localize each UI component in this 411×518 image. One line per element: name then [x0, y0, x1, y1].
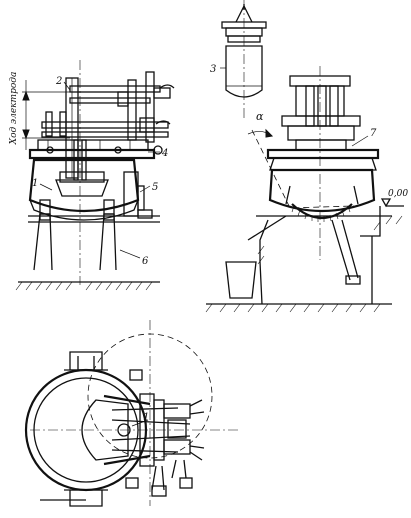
callout-7: 7 [370, 128, 377, 139]
electrode-travel-label: Ход электрода [9, 72, 19, 146]
callout-3: 3 [210, 64, 216, 75]
plan-callout-1: 1 [143, 412, 149, 423]
plan-view: 1 [24, 320, 240, 507]
callout-6: 6 [142, 256, 149, 267]
right-elevation-view: 3 7 α 0,00 [205, 0, 408, 313]
callout-4: 4 [161, 148, 168, 159]
callout-5: 5 [152, 182, 158, 193]
left-elevation-view: Ход электрода 2 4 1 5 6 [9, 60, 175, 291]
floor-level-mark: 0,00 [388, 189, 408, 199]
tilt-angle-symbol: α [256, 110, 264, 123]
callout-2: 2 [55, 76, 62, 87]
callout-1: 1 [32, 178, 38, 189]
